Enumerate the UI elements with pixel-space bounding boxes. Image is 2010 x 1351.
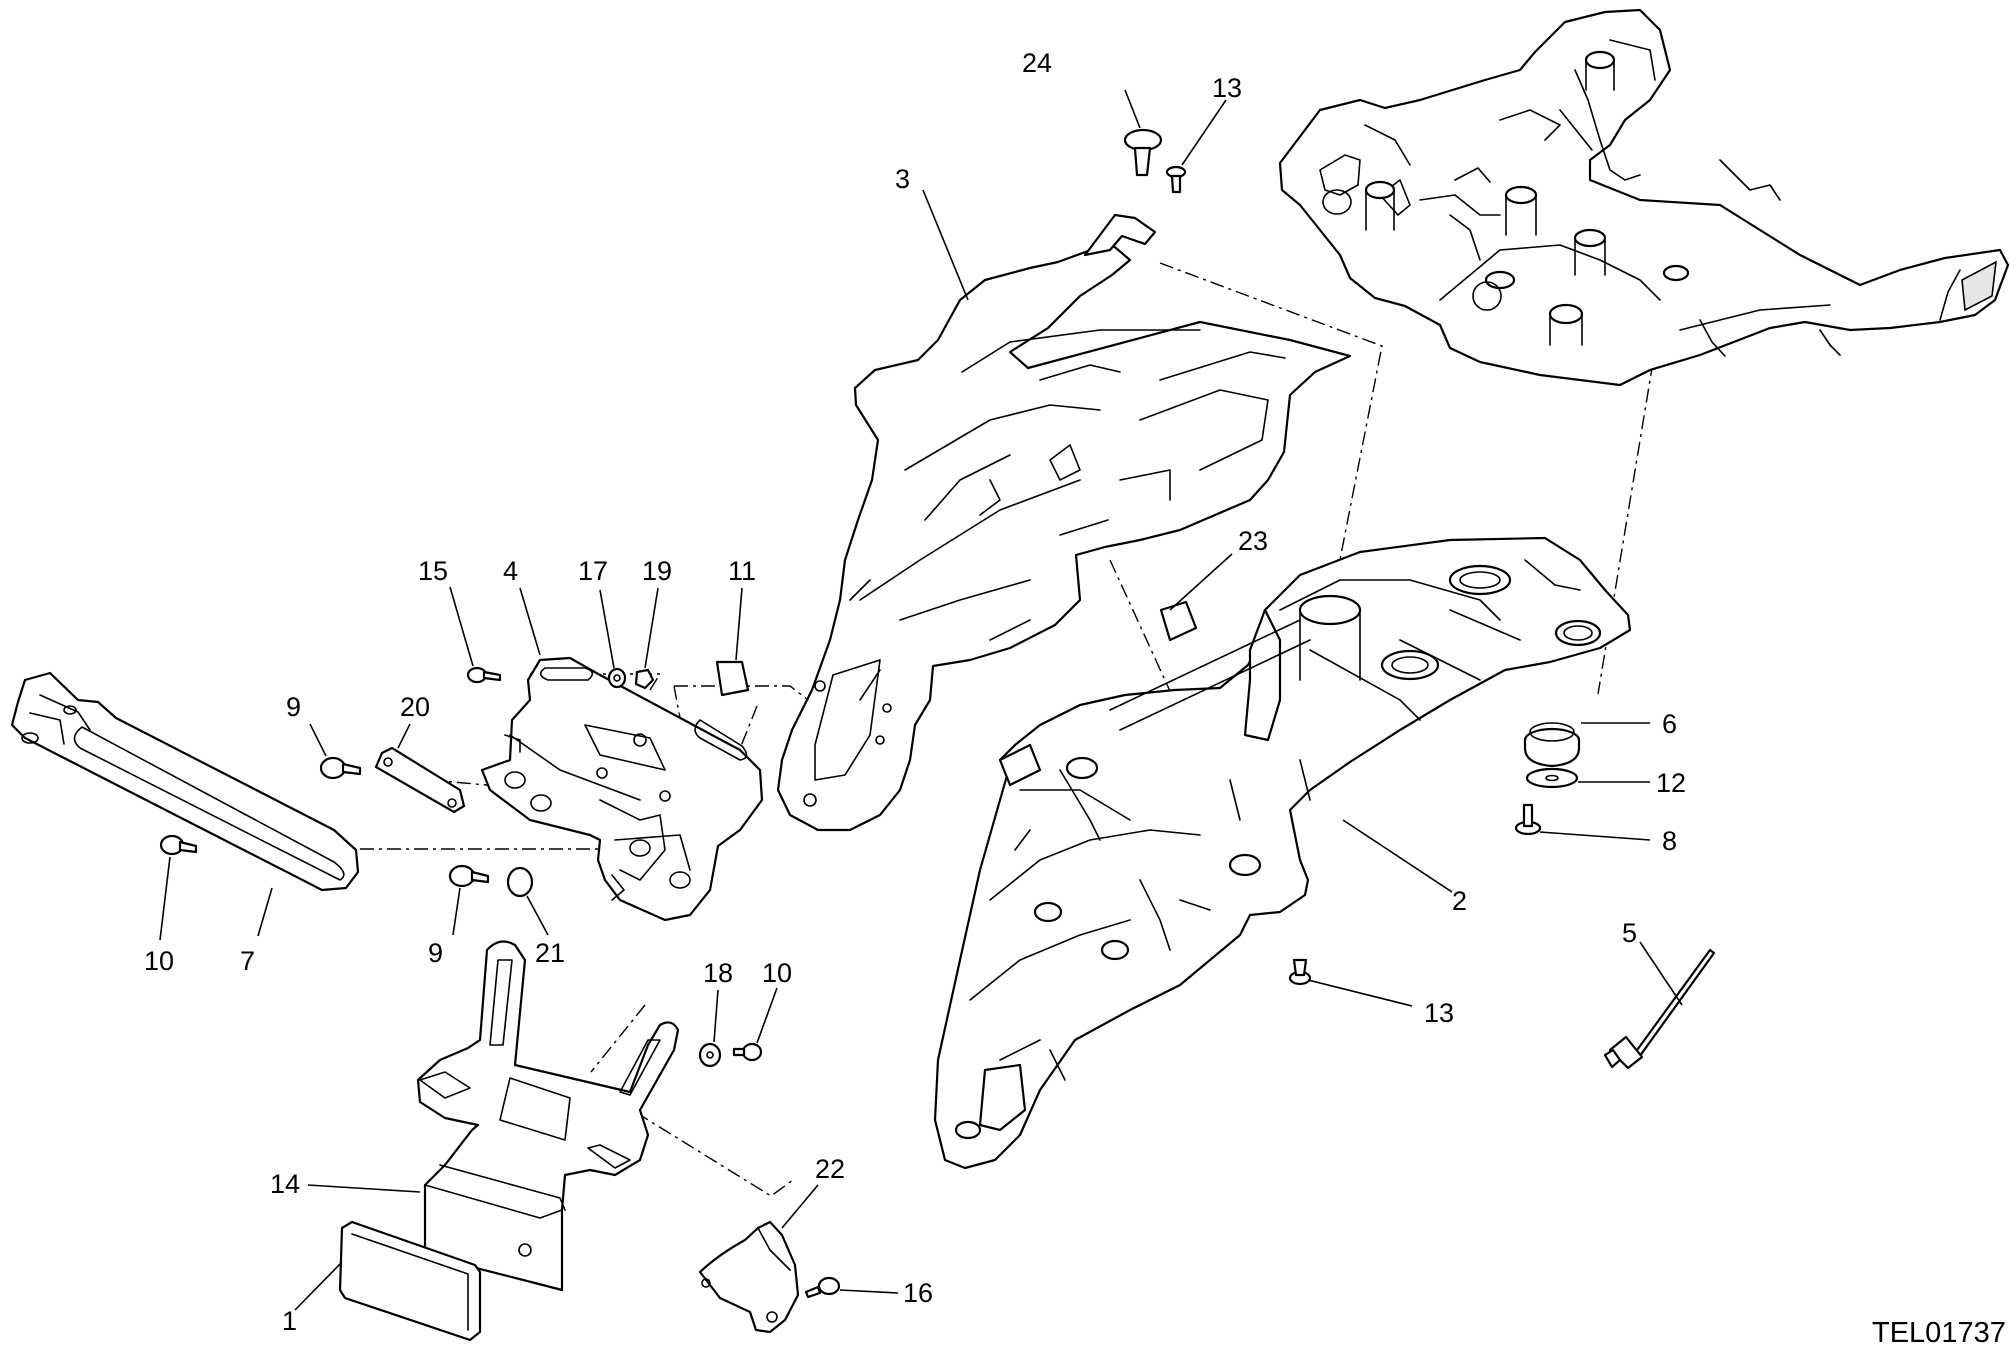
part-10-screw-right	[732, 987, 778, 1062]
part-13-screw-lower	[1288, 958, 1413, 1007]
callout-labels: 1 2 3 4 5 6 7 8 9 9 10 10 11 12 13 13 14…	[144, 48, 1686, 1336]
part-9-screw-lower	[448, 864, 490, 936]
callout-8: 8	[1662, 826, 1677, 856]
part-13-screw-top	[1165, 99, 1227, 194]
part-23-clip	[1159, 553, 1233, 642]
callout-3: 3	[895, 164, 910, 194]
callout-23: 23	[1238, 526, 1268, 556]
callout-15: 15	[418, 556, 448, 586]
callout-1: 1	[282, 1306, 297, 1336]
callout-13a: 13	[1212, 73, 1242, 103]
part-3-undertray	[776, 213, 1352, 832]
rear-subframe	[1278, 8, 2010, 387]
leader-2	[1342, 819, 1453, 893]
part-24-push-clip	[1123, 89, 1163, 177]
drawing-code: TEL01737	[1872, 1317, 2006, 1349]
callout-4: 4	[503, 556, 518, 586]
callout-2: 2	[1452, 886, 1467, 916]
callout-21: 21	[535, 938, 565, 968]
part-7-bracket	[10, 671, 360, 937]
part-18-washer	[698, 989, 722, 1068]
callout-10a: 10	[144, 946, 174, 976]
callout-12: 12	[1656, 768, 1686, 798]
part-15-screw	[449, 586, 502, 684]
callout-20: 20	[400, 692, 430, 722]
callout-5: 5	[1622, 918, 1637, 948]
leader-3	[922, 189, 969, 301]
callout-11: 11	[728, 556, 756, 586]
part-4-plate-holder	[480, 587, 764, 922]
part-11-clip	[715, 587, 750, 697]
callout-22: 22	[815, 1154, 845, 1184]
part-17-washer	[599, 589, 627, 689]
part-1-reflector	[294, 1220, 482, 1342]
callout-24: 24	[1022, 48, 1052, 78]
part-19-nut	[634, 587, 659, 690]
callout-6: 6	[1662, 709, 1677, 739]
callout-13b: 13	[1424, 998, 1454, 1028]
callout-18: 18	[703, 958, 733, 988]
callout-10b: 10	[762, 958, 792, 988]
callout-17: 17	[578, 556, 608, 586]
part-21-washer	[506, 866, 549, 936]
callout-9b: 9	[428, 938, 443, 968]
callout-16: 16	[903, 1278, 933, 1308]
callout-14: 14	[270, 1169, 300, 1199]
part-16-screw	[804, 1276, 899, 1299]
part-12-washer	[1525, 767, 1650, 789]
part-14-plate-bracket	[307, 940, 680, 1292]
part-5-cable-tie	[1603, 941, 1716, 1070]
part-10-screw-left	[159, 834, 198, 941]
callout-19: 19	[642, 556, 672, 586]
part-6-rubber-mount	[1523, 722, 1650, 768]
part-2-mudguard	[933, 536, 1632, 1170]
part-9-screw-upper	[309, 723, 362, 780]
callout-9a: 9	[286, 692, 301, 722]
part-22-bracket	[698, 1184, 819, 1334]
part-20-plate	[374, 723, 466, 814]
part-8-screw	[1514, 803, 1651, 841]
callout-7: 7	[240, 946, 255, 976]
